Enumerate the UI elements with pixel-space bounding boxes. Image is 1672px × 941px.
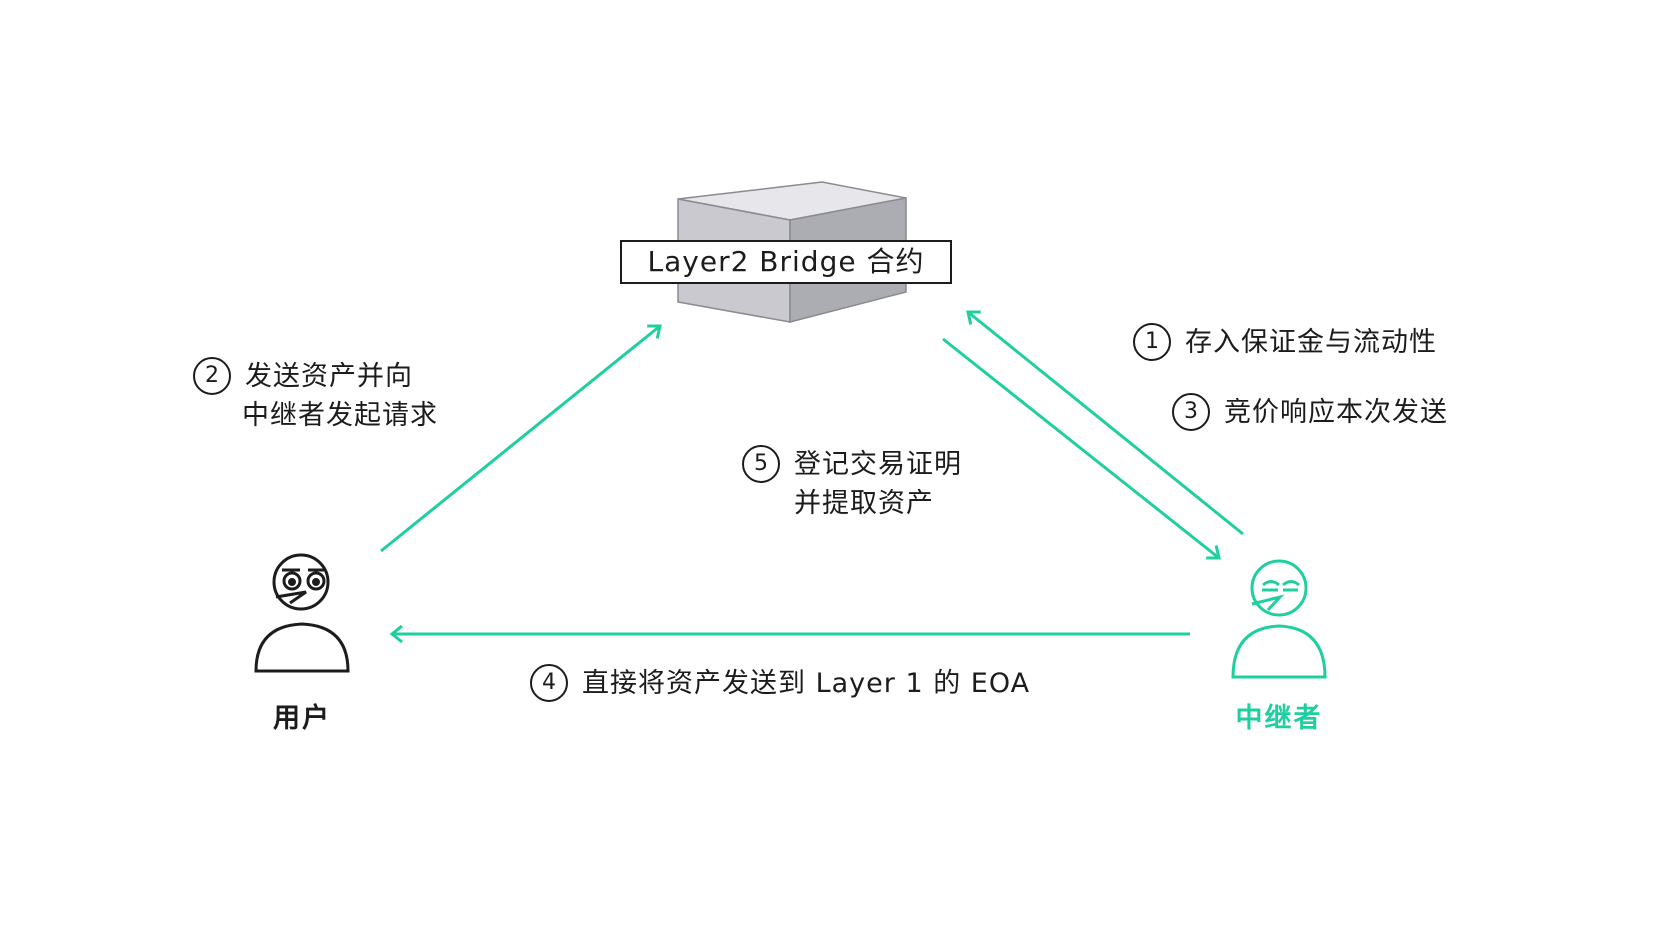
step-4-label: 4 直接将资产发送到 Layer 1 的 EOA	[530, 663, 1031, 704]
step-3-label: 3 竞价响应本次发送	[1172, 392, 1448, 433]
step-1-number-badge: 1	[1133, 322, 1171, 361]
step-3-number-badge: 3	[1172, 392, 1210, 431]
arrow-relayer-to-contract	[968, 312, 1244, 536]
step-2-line-1: 发送资产并向	[245, 361, 413, 392]
step-3-line-1: 竞价响应本次发送	[1224, 397, 1448, 428]
step-2-label: 2 发送资产并向 中继者发起请求	[193, 356, 438, 434]
step-2-number-badge: 2	[193, 356, 231, 395]
step-2-line-2: 中继者发起请求	[242, 399, 438, 431]
user-avatar-icon	[254, 553, 350, 673]
arrow-contract-to-relayer	[942, 337, 1219, 558]
relayer-avatar-icon	[1231, 559, 1327, 679]
step-1-line-1: 存入保证金与流动性	[1185, 327, 1437, 358]
step-5-line-1: 登记交易证明	[794, 449, 962, 480]
step-5-line-2: 并提取资产	[794, 487, 934, 519]
arrow-user-to-contract	[380, 326, 660, 553]
step-5-number-badge: 5	[742, 444, 780, 483]
user-label: 用户	[273, 703, 331, 734]
contract-label: Layer2 Bridge 合约	[620, 240, 952, 284]
relayer-label: 中继者	[1235, 703, 1323, 734]
step-1-label: 1 存入保证金与流动性	[1133, 322, 1437, 363]
step-4-number-badge: 4	[530, 663, 568, 702]
step-4-line-1: 直接将资产发送到 Layer 1 的 EOA	[582, 668, 1031, 699]
step-5-label: 5 登记交易证明 并提取资产	[742, 444, 962, 522]
